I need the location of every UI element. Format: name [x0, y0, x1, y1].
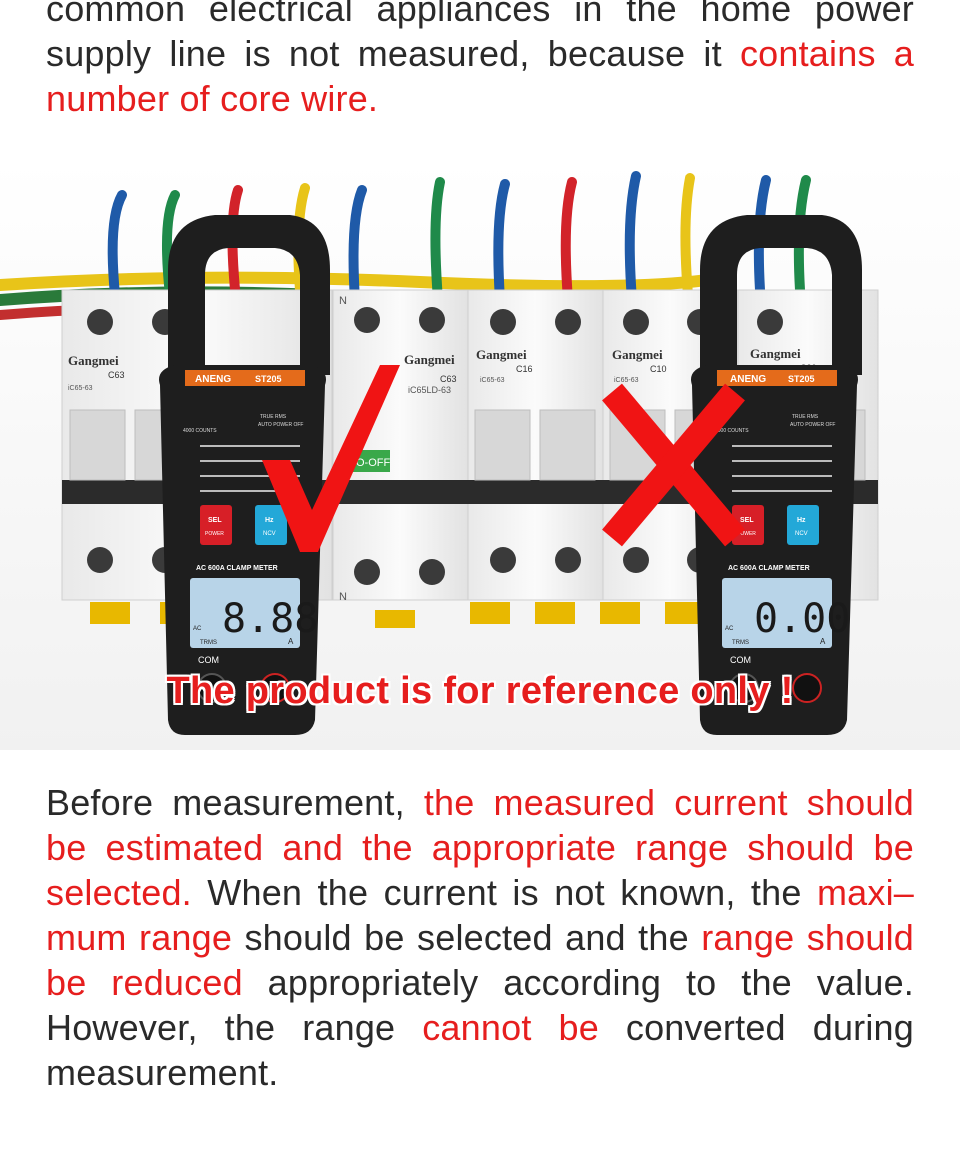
breaker-3-rating: C16: [516, 364, 533, 374]
meter-left-model: ST205: [255, 374, 282, 384]
check-mark-icon: [262, 365, 400, 552]
meter-left-auto-off: AUTO POWER OFF: [258, 422, 303, 428]
cross-mark-icon: [602, 383, 745, 547]
meter-left-true-rms: TRUE RMS: [260, 414, 287, 420]
breaker-5-brand: Gangmei: [750, 346, 801, 361]
intro-text: common electrical appliances in the home…: [46, 0, 914, 74]
guide-highlight-2: maxi–mum range: [46, 872, 914, 958]
meter-right-sel-label: SEL: [740, 517, 754, 524]
meter-left-trms-label: TRMS: [200, 640, 217, 646]
meter-right-clamp-label: AC 600A CLAMP METER: [728, 565, 810, 572]
meter-left-sel-label: SEL: [208, 517, 222, 524]
clamp-meter-left: ANENG ST205 4000 COUNTS TRUE RMS AUTO PO…: [159, 215, 330, 735]
breaker-1-rating: C63: [108, 370, 125, 380]
meter-left-ncv-label: NCV: [263, 531, 276, 537]
guide-text-3: should be selected and the: [232, 917, 702, 958]
guide-text-2: When the current is not known, the: [191, 872, 817, 913]
breaker-n-label-bottom: N: [339, 591, 347, 603]
meter-right-true-rms: TRUE RMS: [792, 414, 819, 420]
reference-caption: The product is for reference only !: [166, 670, 794, 712]
meter-right-hz-button: [787, 505, 819, 545]
product-photo: O-OFF N N Gangmei C63 iC65-63 Gangmei C6…: [0, 160, 960, 750]
meter-left-hz-label: Hz: [265, 517, 274, 524]
guide-text-1: Before measurement,: [46, 782, 424, 823]
meter-right-ncv-label: NCV: [795, 531, 808, 537]
breaker-n-label-top: N: [339, 295, 347, 307]
meter-left-counts: 4000 COUNTS: [183, 428, 217, 434]
breaker-4-rating: C10: [650, 364, 667, 374]
breaker-2-brand: Gangmei: [404, 352, 455, 367]
breaker-2-rating: C63: [440, 374, 457, 384]
guide-text-4: appropriately according to the value. Ho…: [46, 962, 915, 1048]
meter-right-unit-label: A: [820, 637, 826, 646]
guide-highlight-3: range should be reduced: [46, 917, 914, 1003]
breaker-3-brand: Gangmei: [476, 347, 527, 362]
meter-right-display: 0.00: [754, 596, 850, 642]
guide-highlight-4: cannot be: [422, 1007, 599, 1048]
breaker-4-model: iC65-63: [614, 377, 639, 384]
intro-highlight: contains a number of core wire.: [46, 33, 915, 119]
meter-right-lcd: [722, 578, 832, 648]
meter-left-brand: ANENG: [195, 374, 231, 385]
breaker-3-model: iC65-63: [480, 377, 505, 384]
meter-left-clamp-label: AC 600A CLAMP METER: [196, 565, 278, 572]
meter-right-power-label: POWER: [737, 531, 756, 537]
breaker-1-brand: Gangmei: [68, 353, 119, 368]
meter-right-trms-label: TRMS: [732, 640, 749, 646]
meter-right-ac-label: AC: [725, 626, 734, 632]
intro-paragraph: common electrical appliances in the home…: [46, 0, 914, 121]
meter-left-com-label: COM: [198, 655, 219, 665]
meter-right-sel-button: [732, 505, 764, 545]
guide-paragraph: Before measurement, the measured current…: [46, 780, 914, 1095]
meter-right-brand: ANENG: [730, 374, 766, 385]
clamp-meter-right: ANENG ST205 4000 COUNTS TRUE RMS AUTO PO…: [691, 215, 862, 735]
guide-text-5: converted during measurement.: [46, 1007, 914, 1093]
meter-right-counts: 4000 COUNTS: [715, 428, 749, 434]
meter-right-model: ST205: [788, 374, 815, 384]
meter-left-ac-label: AC: [193, 626, 202, 632]
meter-left-unit-label: A: [288, 637, 294, 646]
meter-left-lcd: [190, 578, 300, 648]
meter-left-sel-button: [200, 505, 232, 545]
breaker-2-model: iC65LD-63: [408, 385, 451, 395]
meter-left-hz-button: [255, 505, 287, 545]
meter-right-com-label: COM: [730, 655, 751, 665]
breaker-1-model: iC65-63: [68, 385, 93, 392]
rcd-off-label: O-OFF: [356, 457, 390, 469]
meter-right-auto-off: AUTO POWER OFF: [790, 422, 835, 428]
meter-right-hz-label: Hz: [797, 517, 806, 524]
breaker-4-brand: Gangmei: [612, 347, 663, 362]
meter-left-display: 8.88: [222, 596, 318, 642]
meter-left-power-label: POWER: [205, 531, 224, 537]
guide-highlight-1: the measured current should be estimated…: [46, 782, 914, 913]
